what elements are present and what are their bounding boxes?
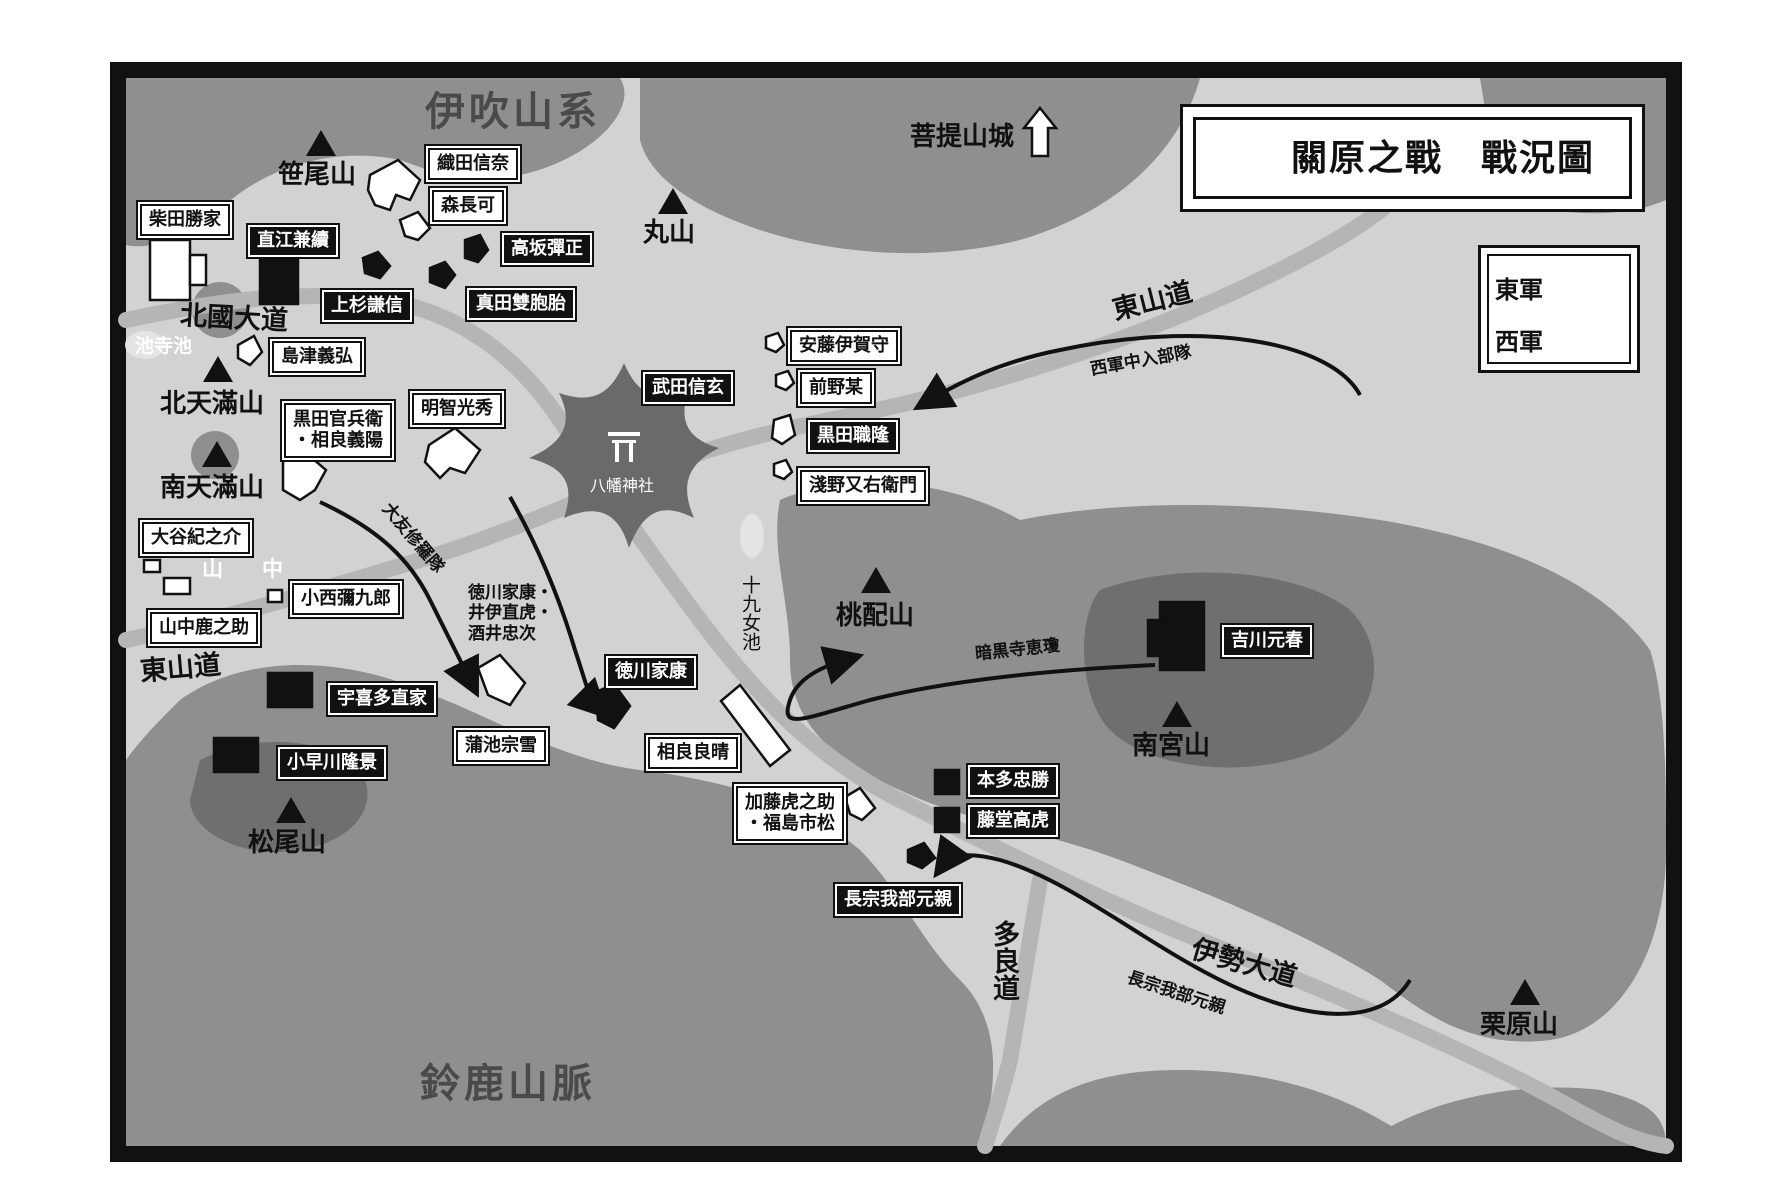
movement-arrows	[319, 334, 1412, 1016]
west-unit-label: 大谷紀之介	[140, 520, 252, 556]
east-unit-label: 小早川隆景	[278, 747, 386, 779]
mountain-icon	[203, 356, 233, 382]
east-unit-label: 高坂彈正	[502, 233, 592, 265]
mountain-icon	[202, 441, 232, 467]
west-unit-label: 森長可	[430, 188, 506, 224]
east-unit-label: 武田信玄	[643, 372, 733, 404]
mountain-label: 松尾山	[248, 828, 327, 858]
shrine-star	[529, 363, 719, 548]
mountain-icon	[1162, 701, 1192, 727]
east-unit-label: 吉川元春	[1222, 625, 1312, 657]
east-unit-label: 宇喜多直家	[328, 683, 436, 715]
west-unit-label: 柴田勝家	[138, 202, 232, 238]
title-box: 關原之戰 戰況圖	[1180, 104, 1645, 212]
mountain-label: 丸山	[643, 218, 696, 248]
east-unit-label: 黒田職隆	[808, 420, 898, 452]
east-unit-label: 上杉謙信	[322, 290, 412, 322]
west-unit-label: 安藤伊賀守	[788, 328, 900, 364]
east-unit-label: 藤堂高虎	[968, 805, 1058, 837]
east-unit-label: 真田雙胞胎	[467, 288, 575, 320]
ponds	[125, 331, 764, 558]
shrine-label: 八幡神社	[590, 476, 655, 495]
east-army-icon	[212, 233, 1206, 870]
mountain-label: 笹尾山	[278, 160, 357, 190]
west-unit-label: 織田信奈	[426, 146, 520, 182]
mountain-label: 桃配山	[836, 601, 915, 631]
place-label: 十九女池	[739, 575, 761, 651]
east-unit-label: 本多忠勝	[968, 765, 1058, 797]
legend-inner-frame	[1487, 254, 1631, 364]
map-title: 關原之戰 戰況圖	[1291, 138, 1596, 179]
mountain-icon	[306, 130, 336, 156]
range-label-south: 鈴鹿山脈	[420, 1060, 596, 1107]
route-label: 徳川家康・ 井伊直虎・ 酒井忠次	[468, 583, 553, 644]
mountain-icon	[861, 567, 891, 593]
east-unit-label: 相良良晴	[646, 735, 740, 771]
mountain-icon	[1510, 979, 1540, 1005]
place-label: 中	[262, 557, 283, 581]
mountain-label: 北天滿山	[160, 389, 265, 419]
mountain-markers	[202, 130, 1540, 1005]
west-unit-label: 島津義弘	[270, 339, 364, 375]
mountain-icon	[276, 797, 306, 823]
road-label: 多良道	[988, 920, 1019, 1001]
east-unit-label: 直江兼續	[248, 225, 338, 257]
legend-east-label: 東軍	[1495, 276, 1543, 304]
unit-icons	[142, 158, 1206, 870]
west-army-icon	[142, 158, 877, 822]
west-unit-label: 黒田官兵衛 ・相良義陽	[282, 400, 394, 461]
place-label: 池寺池	[135, 335, 193, 357]
road-label: 東山道	[138, 649, 223, 688]
west-unit-label: 加藤虎之助 ・福島市松	[734, 783, 846, 844]
range-label-north: 伊吹山系	[425, 88, 601, 135]
west-unit-label: 小西彌九郎	[290, 581, 402, 617]
road-label: 北國大道	[179, 300, 289, 337]
place-label: 山	[202, 557, 223, 581]
legend: 東軍 西軍	[1478, 245, 1640, 373]
mountain-label: 南天滿山	[160, 473, 265, 503]
west-unit-label: 山中鹿之助	[148, 610, 260, 646]
mountain-icon	[658, 188, 688, 214]
east-unit-label: 長宗我部元親	[835, 884, 961, 916]
up-arrow-icon	[1021, 105, 1059, 158]
west-unit-label: 前野某	[798, 370, 874, 406]
west-unit-label: 明智光秀	[410, 391, 504, 427]
mountain-label: 南宮山	[1132, 731, 1211, 761]
place-label: 菩提山城	[910, 122, 1015, 152]
mountain-label: 栗原山	[1480, 1010, 1559, 1040]
title-inner-frame	[1193, 117, 1632, 199]
west-unit-label: 蒲池宗雪	[454, 728, 548, 764]
east-unit-label: 徳川家康	[606, 656, 696, 688]
west-unit-label: 淺野又右衛門	[798, 468, 928, 504]
legend-west-label: 西軍	[1495, 328, 1543, 356]
